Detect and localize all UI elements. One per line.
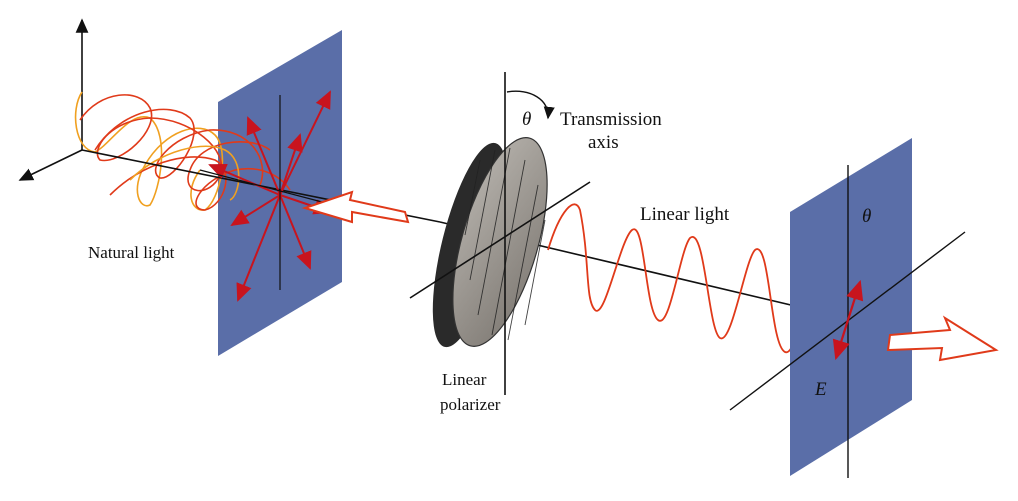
polarizer-theta-arc [506, 90, 555, 120]
polarizer-theta-label: θ [522, 109, 531, 130]
screen-theta-label: θ [862, 206, 871, 227]
left-propagation-arrow [301, 190, 410, 224]
coordinate-axes [18, 18, 89, 181]
natural-light-label: Natural light [88, 243, 175, 262]
right-propagation-arrow [886, 315, 999, 362]
linear-polarizer-label-line1: Linear [442, 370, 487, 389]
linear-light-label: Linear light [640, 204, 730, 225]
linear-polarizer [432, 137, 548, 348]
e-field-label: E [814, 379, 827, 400]
polarizer-axes [409, 72, 591, 395]
transmission-axis-label-line1: Transmission [560, 109, 662, 130]
e-field-vector [832, 279, 864, 361]
linear-polarizer-label-line2: polarizer [440, 395, 501, 414]
transmission-axis-label-line2: axis [588, 132, 619, 153]
natural-light-waves [74, 91, 291, 211]
